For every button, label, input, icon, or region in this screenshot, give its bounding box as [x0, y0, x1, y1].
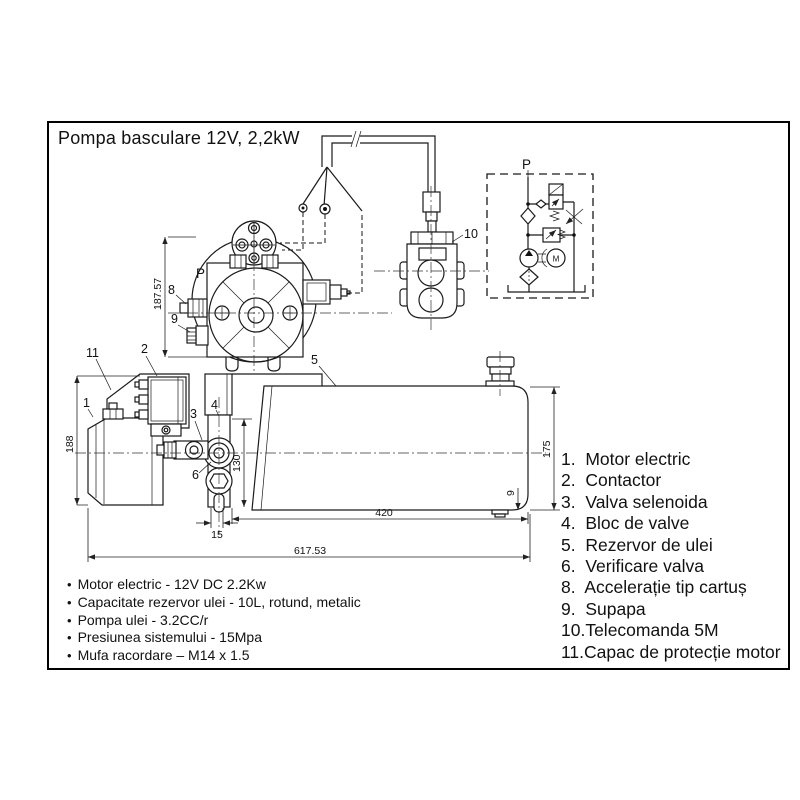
contactor-terminals	[134, 379, 149, 420]
bullet-icon: •	[67, 648, 72, 664]
side-view-unit: 11 2 1 3 4 6 5 9 188	[64, 342, 560, 562]
p-port-label: P	[196, 266, 205, 281]
dim-block-height: 130	[231, 418, 252, 507]
bullet-icon: •	[67, 594, 72, 610]
svg-text:130: 130	[231, 454, 243, 472]
svg-text:15: 15	[211, 529, 223, 541]
legend-item: 9. Supapa	[561, 598, 646, 619]
svg-text:617.53: 617.53	[294, 545, 326, 557]
svg-text:175: 175	[541, 440, 553, 458]
callout-10: 10	[464, 227, 478, 241]
legend-item: 3. Valva selenoida	[561, 491, 708, 512]
dim-total-length: 617.53	[87, 508, 531, 562]
bullet-icon: •	[67, 630, 72, 646]
callout-3: 3	[190, 407, 197, 421]
svg-text:187.57: 187.57	[152, 278, 164, 310]
callout-9: 9	[171, 312, 178, 326]
outlet-valve-fitting	[302, 279, 351, 305]
callout-8: 8	[168, 283, 175, 297]
wiring	[280, 166, 363, 294]
legend-item: 4. Bloc de valve	[561, 513, 690, 534]
bullet-icon: •	[67, 612, 72, 628]
legend-item: 1. Motor electric	[561, 449, 691, 469]
bullet-icon: •	[67, 577, 72, 592]
callout-5: 5	[311, 353, 318, 367]
callout-1: 1	[83, 396, 90, 410]
cartridge-fitting	[179, 298, 208, 318]
dim-tank-height: 175	[530, 386, 560, 511]
dim-unit-height: 188	[64, 375, 140, 506]
drain-plug	[491, 509, 509, 518]
motor-symbol-label: M	[553, 255, 560, 264]
legend-item: 6. Verificare valva	[561, 556, 704, 577]
remote-cable	[321, 130, 436, 192]
legend-item: 10.Telecomanda 5M	[561, 620, 719, 641]
spec-item: • Motor electric - 12V DC 2.2Kw	[67, 576, 266, 592]
remote-control: 10	[374, 186, 489, 330]
svg-text:188: 188	[64, 435, 76, 453]
callout-4: 4	[211, 398, 218, 412]
parts-legend: 1. Motor electric 2. Contactor 3. Valva …	[561, 449, 781, 663]
top-view-motor-pump: P 8 9 187.57	[152, 130, 436, 372]
dim-motor-height: 187.57	[152, 236, 207, 358]
solenoid-valve-side	[156, 440, 209, 460]
svg-text:9: 9	[505, 490, 517, 496]
legend-item: 8. Accelerație tip cartuș	[561, 577, 747, 598]
spec-item: • Capacitate rezervor ulei - 10L, rotund…	[67, 593, 361, 610]
spec-list: • Motor electric - 12V DC 2.2Kw • Capaci…	[67, 576, 361, 665]
drawing-border	[47, 121, 790, 670]
callout-6: 6	[192, 468, 199, 482]
supapa-fitting	[186, 325, 209, 346]
dim-stud: 15	[196, 508, 238, 541]
callout-11: 11	[86, 346, 99, 360]
legend-item: 11.Capac de protecție motor	[561, 641, 781, 662]
dim-tank-length: 420	[231, 507, 529, 524]
legend-item: 5. Rezervor de ulei	[561, 534, 713, 555]
callout-2: 2	[141, 342, 148, 356]
p-schematic-label: P	[522, 157, 531, 172]
hydraulic-schematic: P	[486, 157, 594, 299]
svg-text:420: 420	[375, 507, 393, 519]
drawing-title: Pompa basculare 12V, 2,2kW	[58, 128, 300, 148]
legend-item: 2. Contactor	[561, 470, 662, 491]
spec-item: • Mufa racordare – M14 x 1.5	[67, 647, 250, 664]
filler-cap	[485, 356, 515, 387]
spec-item: • Presiunea sistemului - 15Mpa	[67, 629, 262, 646]
dim-drain: 9	[505, 488, 521, 510]
spec-item: • Pompa ulei - 3.2CC/r	[67, 611, 209, 628]
